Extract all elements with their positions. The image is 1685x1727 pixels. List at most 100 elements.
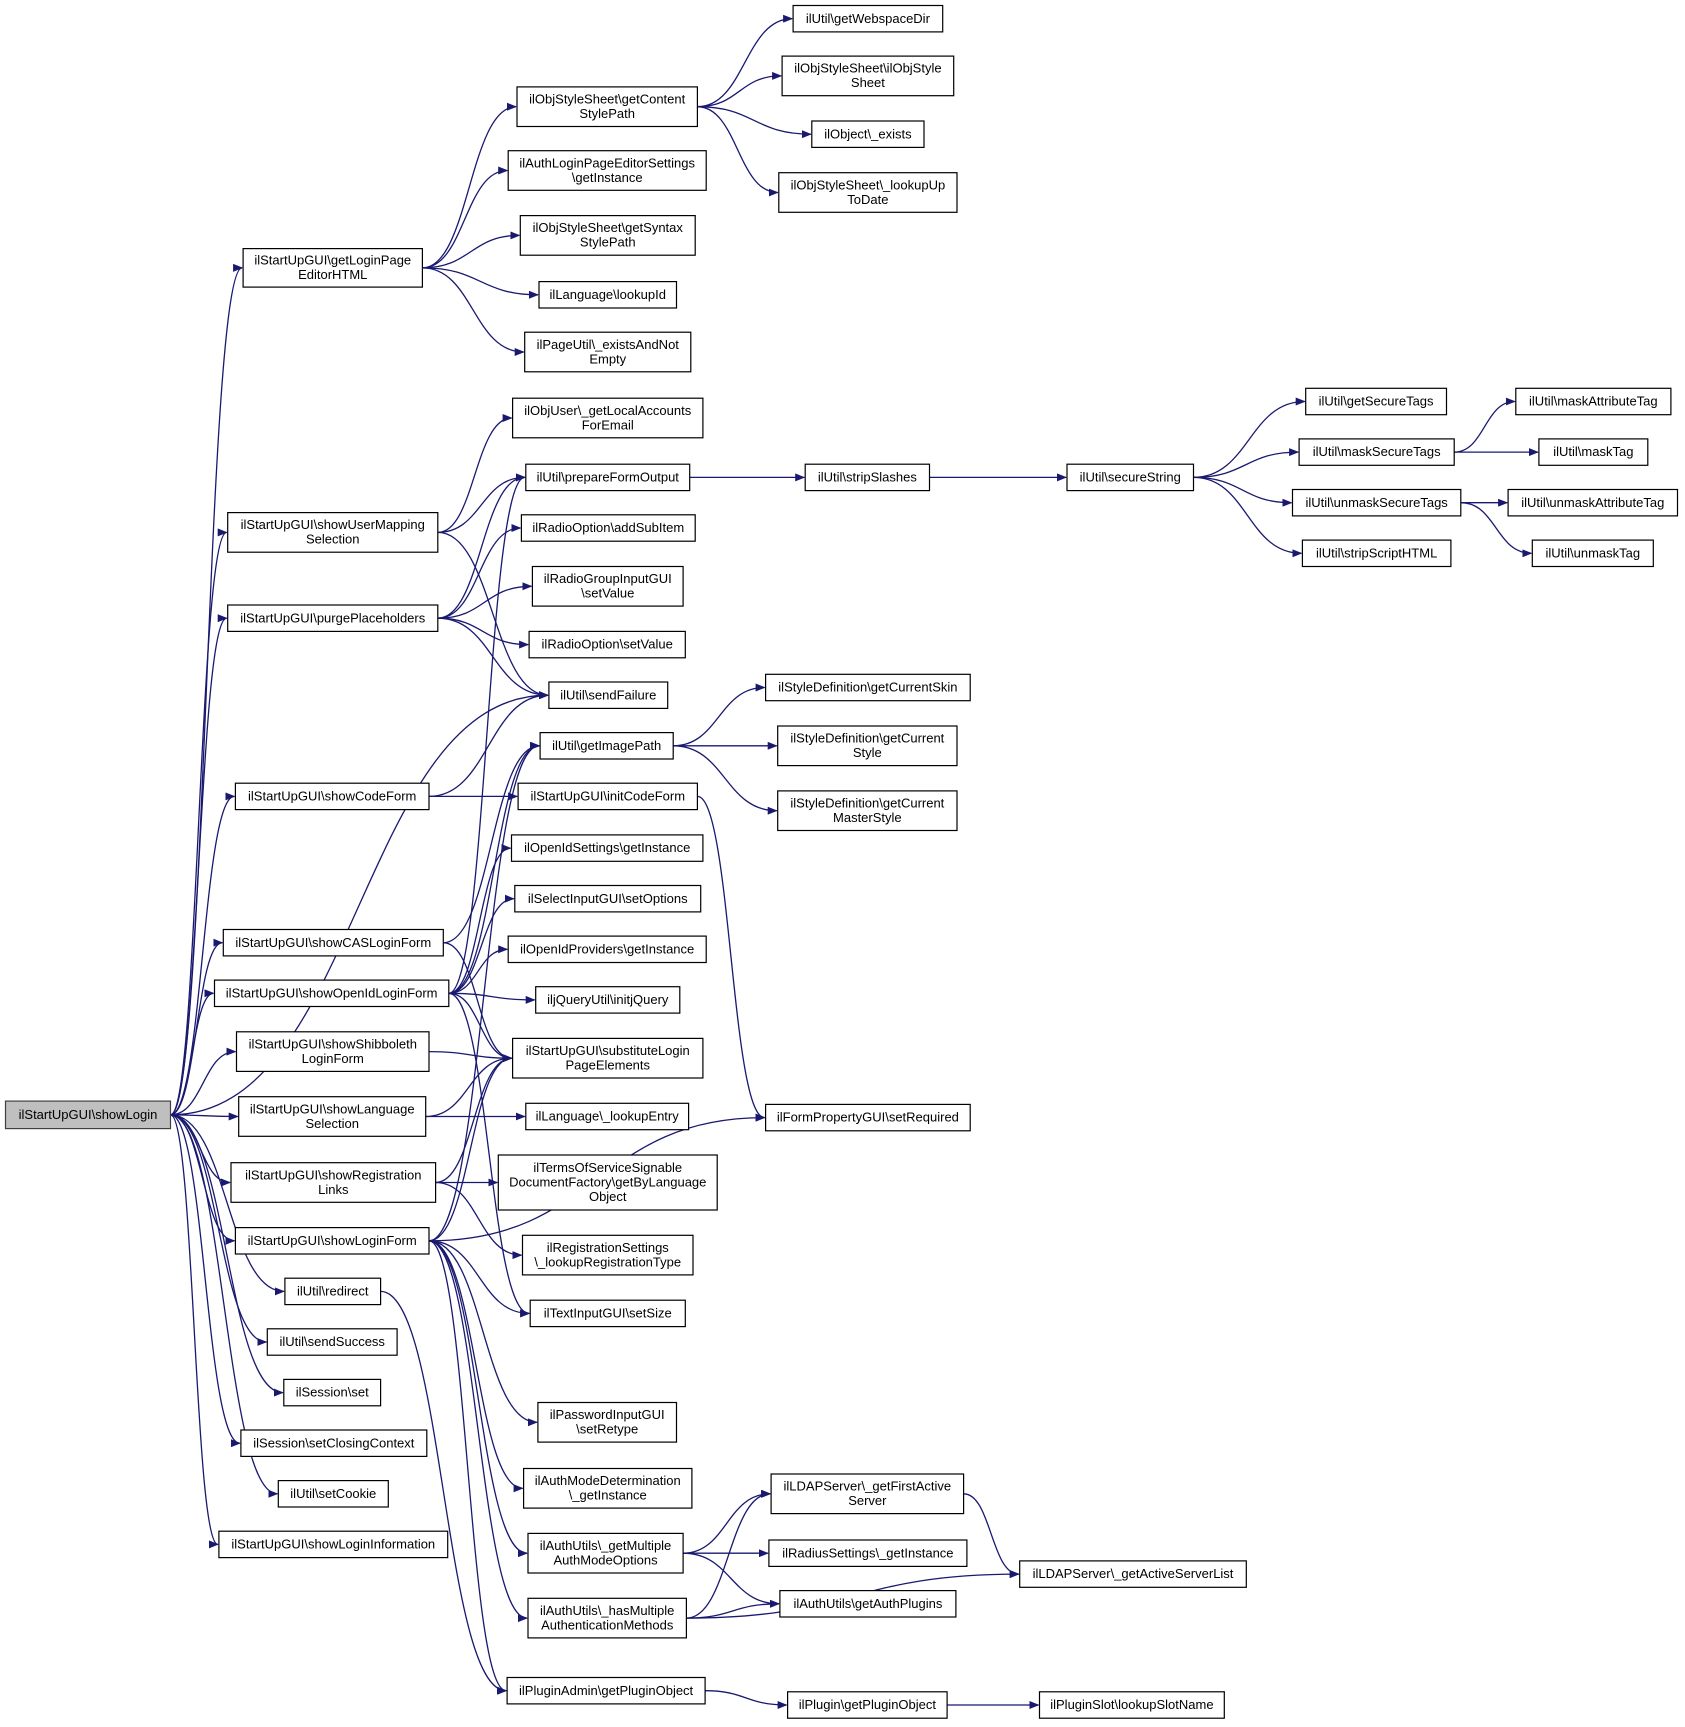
function-node-showLoginForm[interactable]: ilStartUpGUI\showLoginForm: [234, 1226, 430, 1255]
function-node-tosGetByLanguage[interactable]: ilTermsOfServiceSignableDocumentFactory\…: [497, 1154, 718, 1211]
function-node-radioGroupSetValue[interactable]: ilRadioGroupInputGUI\setValue: [531, 565, 684, 607]
function-node-unmaskAttributeTag[interactable]: ilUtil\unmaskAttributeTag: [1507, 488, 1679, 517]
function-node-box: [527, 1532, 684, 1574]
function-node-getSecureTags[interactable]: ilUtil\getSecureTags: [1305, 387, 1448, 416]
function-node-objectExists[interactable]: ilObject\_exists: [811, 120, 925, 148]
function-node-getAuthPlugins[interactable]: ilAuthUtils\getAuthPlugins: [779, 1589, 957, 1618]
function-node-setClosingContext[interactable]: ilSession\setClosingContext: [240, 1429, 428, 1457]
function-node-sessionSet[interactable]: ilSession\set: [283, 1378, 382, 1407]
function-node-box: [529, 1299, 686, 1328]
function-node-sendFailure[interactable]: ilUtil\sendFailure: [548, 681, 669, 709]
call-edge-getContentStylePath-to-ilObjStyleSheetCtor: [697, 71, 783, 108]
function-node-label: Empty: [589, 351, 626, 366]
function-node-maskAttributeTag[interactable]: ilUtil\maskAttributeTag: [1515, 387, 1672, 416]
function-node-getImagePath[interactable]: ilUtil\getImagePath: [539, 731, 674, 760]
function-node-label: ilAuthModeDetermination: [535, 1473, 681, 1488]
function-node-lookupRegistrationType[interactable]: ilRegistrationSettings\_lookupRegistrati…: [521, 1234, 694, 1276]
function-node-radiusGetInstance[interactable]: ilRadiusSettings\_getInstance: [768, 1539, 968, 1567]
function-node-lookupSlotName[interactable]: ilPluginSlot\lookupSlotName: [1038, 1691, 1225, 1719]
function-node-label: ilUtil\redirect: [297, 1283, 369, 1298]
function-node-getCurrentSkin[interactable]: ilStyleDefinition\getCurrentSkin: [764, 673, 971, 702]
function-node-authModeDetGetInstance[interactable]: ilAuthModeDetermination\_getInstance: [522, 1467, 693, 1509]
call-edge-showRegistrationLinks-to-substituteLoginPageElements: [435, 1054, 513, 1184]
function-node-box: [1019, 1560, 1247, 1588]
call-edge-getImagePath-to-getCurrentMasterStyle: [673, 745, 778, 815]
function-node-box: [522, 1467, 693, 1509]
function-node-label: ilUtil\unmaskSecureTags: [1305, 495, 1448, 510]
function-node-label: PageElements: [565, 1058, 650, 1073]
function-node-label: ilUtil\unmaskTag: [1545, 545, 1640, 560]
function-node-lookupId[interactable]: ilLanguage\lookupId: [538, 281, 678, 309]
function-node-addSubItem[interactable]: ilRadioOption\addSubItem: [520, 514, 696, 542]
function-node-prepareFormOutput[interactable]: ilUtil\prepareFormOutput: [525, 463, 691, 492]
call-edge-showLoginForm-to-getImagePath: [428, 741, 541, 1242]
function-node-selectSetOptions[interactable]: ilSelectInputGUI\setOptions: [514, 884, 702, 913]
function-node-showLogin[interactable]: ilStartUpGUI\showLogin: [4, 1100, 172, 1130]
function-node-lookupEntry[interactable]: ilLanguage\_lookupEntry: [525, 1102, 690, 1131]
function-node-textInputSetSize[interactable]: ilTextInputGUI\setSize: [529, 1299, 686, 1328]
function-node-hasMultipleAuthMethods[interactable]: ilAuthUtils\_hasMultipleAuthenticationMe…: [527, 1597, 687, 1639]
function-node-getActiveServerList[interactable]: ilLDAPServer\_getActiveServerList: [1019, 1560, 1247, 1588]
function-node-showLoginInformation[interactable]: ilStartUpGUI\showLoginInformation: [218, 1530, 449, 1559]
function-node-label: ilRadioOption\setValue: [542, 637, 673, 652]
function-node-secureString[interactable]: ilUtil\secureString: [1066, 463, 1195, 492]
function-node-radioOptionSetValue[interactable]: ilRadioOption\setValue: [528, 630, 686, 659]
function-node-getPluginObject[interactable]: ilPlugin\getPluginObject: [786, 1691, 948, 1719]
function-node-label: ilUtil\getSecureTags: [1319, 394, 1434, 409]
function-node-box: [1305, 387, 1448, 416]
function-node-openIdProvidersGetInstance[interactable]: ilOpenIdProviders\getInstance: [507, 935, 707, 964]
function-node-stripSlashes[interactable]: ilUtil\stripSlashes: [804, 463, 931, 492]
function-node-passwordSetRetype[interactable]: ilPasswordInputGUI\setRetype: [537, 1401, 678, 1443]
function-node-unmaskTag[interactable]: ilUtil\unmaskTag: [1531, 539, 1654, 568]
call-edge-showLogin-to-redirect: [170, 1114, 285, 1296]
function-node-label: ilSelectInputGUI\setOptions: [528, 891, 688, 906]
function-node-label: ilLanguage\_lookupEntry: [536, 1109, 680, 1124]
function-node-box: [539, 731, 674, 760]
function-node-sendSuccess[interactable]: ilUtil\sendSuccess: [266, 1328, 398, 1356]
function-node-authLoginGetInstance[interactable]: ilAuthLoginPageEditorSettings\getInstanc…: [507, 150, 707, 191]
function-node-redirect[interactable]: ilUtil\redirect: [284, 1277, 382, 1306]
function-node-label: ilPluginAdmin\getPluginObject: [519, 1683, 694, 1698]
function-node-box: [777, 790, 958, 832]
function-node-box: [507, 150, 707, 191]
function-node-initCodeForm[interactable]: ilStartUpGUI\initCodeForm: [517, 782, 698, 811]
function-node-getPluginObjectAdmin[interactable]: ilPluginAdmin\getPluginObject: [506, 1676, 706, 1705]
function-node-openIdSettingsGetInstance[interactable]: ilOpenIdSettings\getInstance: [510, 834, 704, 862]
function-node-initjQuery[interactable]: iljQueryUtil\initjQuery: [535, 986, 681, 1014]
function-node-maskTag[interactable]: ilUtil\maskTag: [1538, 438, 1649, 466]
function-node-label: ilPlugin\getPluginObject: [799, 1697, 937, 1712]
function-node-showCodeForm[interactable]: ilStartUpGUI\showCodeForm: [234, 782, 430, 811]
function-node-maskSecureTags[interactable]: ilUtil\maskSecureTags: [1298, 438, 1455, 466]
call-edge-getContentStylePath-to-lookupUpToDate: [697, 106, 779, 197]
function-node-label: ilUtil\unmaskAttributeTag: [1521, 495, 1664, 510]
function-node-label: AuthenticationMethods: [541, 1617, 674, 1632]
function-node-setCookie[interactable]: ilUtil\setCookie: [277, 1479, 389, 1508]
function-node-ilObjStyleSheetCtor[interactable]: ilObjStyleSheet\ilObjStyleSheet: [781, 55, 955, 97]
function-node-setRequired[interactable]: ilFormPropertyGUI\setRequired: [764, 1103, 971, 1132]
function-node-unmaskSecureTags[interactable]: ilUtil\unmaskSecureTags: [1291, 488, 1462, 517]
call-edge-showOpenIdLoginForm-to-openIdProvidersGetInstance: [448, 945, 509, 994]
function-node-purgePlaceholders[interactable]: ilStartUpGUI\purgePlaceholders: [227, 604, 439, 632]
function-node-label: ilObjStyleSheet\ilObjStyle: [794, 61, 941, 76]
function-node-stripScriptHTML[interactable]: ilUtil\stripScriptHTML: [1301, 539, 1452, 568]
call-edge-secureString-to-unmaskSecureTags: [1193, 476, 1293, 507]
function-node-showCASLoginForm[interactable]: ilStartUpGUI\showCASLoginForm: [222, 928, 444, 957]
function-node-showOpenIdLoginForm[interactable]: ilStartUpGUI\showOpenIdLoginForm: [213, 979, 450, 1008]
function-node-getWebspaceDir[interactable]: ilUtil\getWebspaceDir: [792, 4, 944, 33]
function-node-box: [777, 725, 958, 767]
